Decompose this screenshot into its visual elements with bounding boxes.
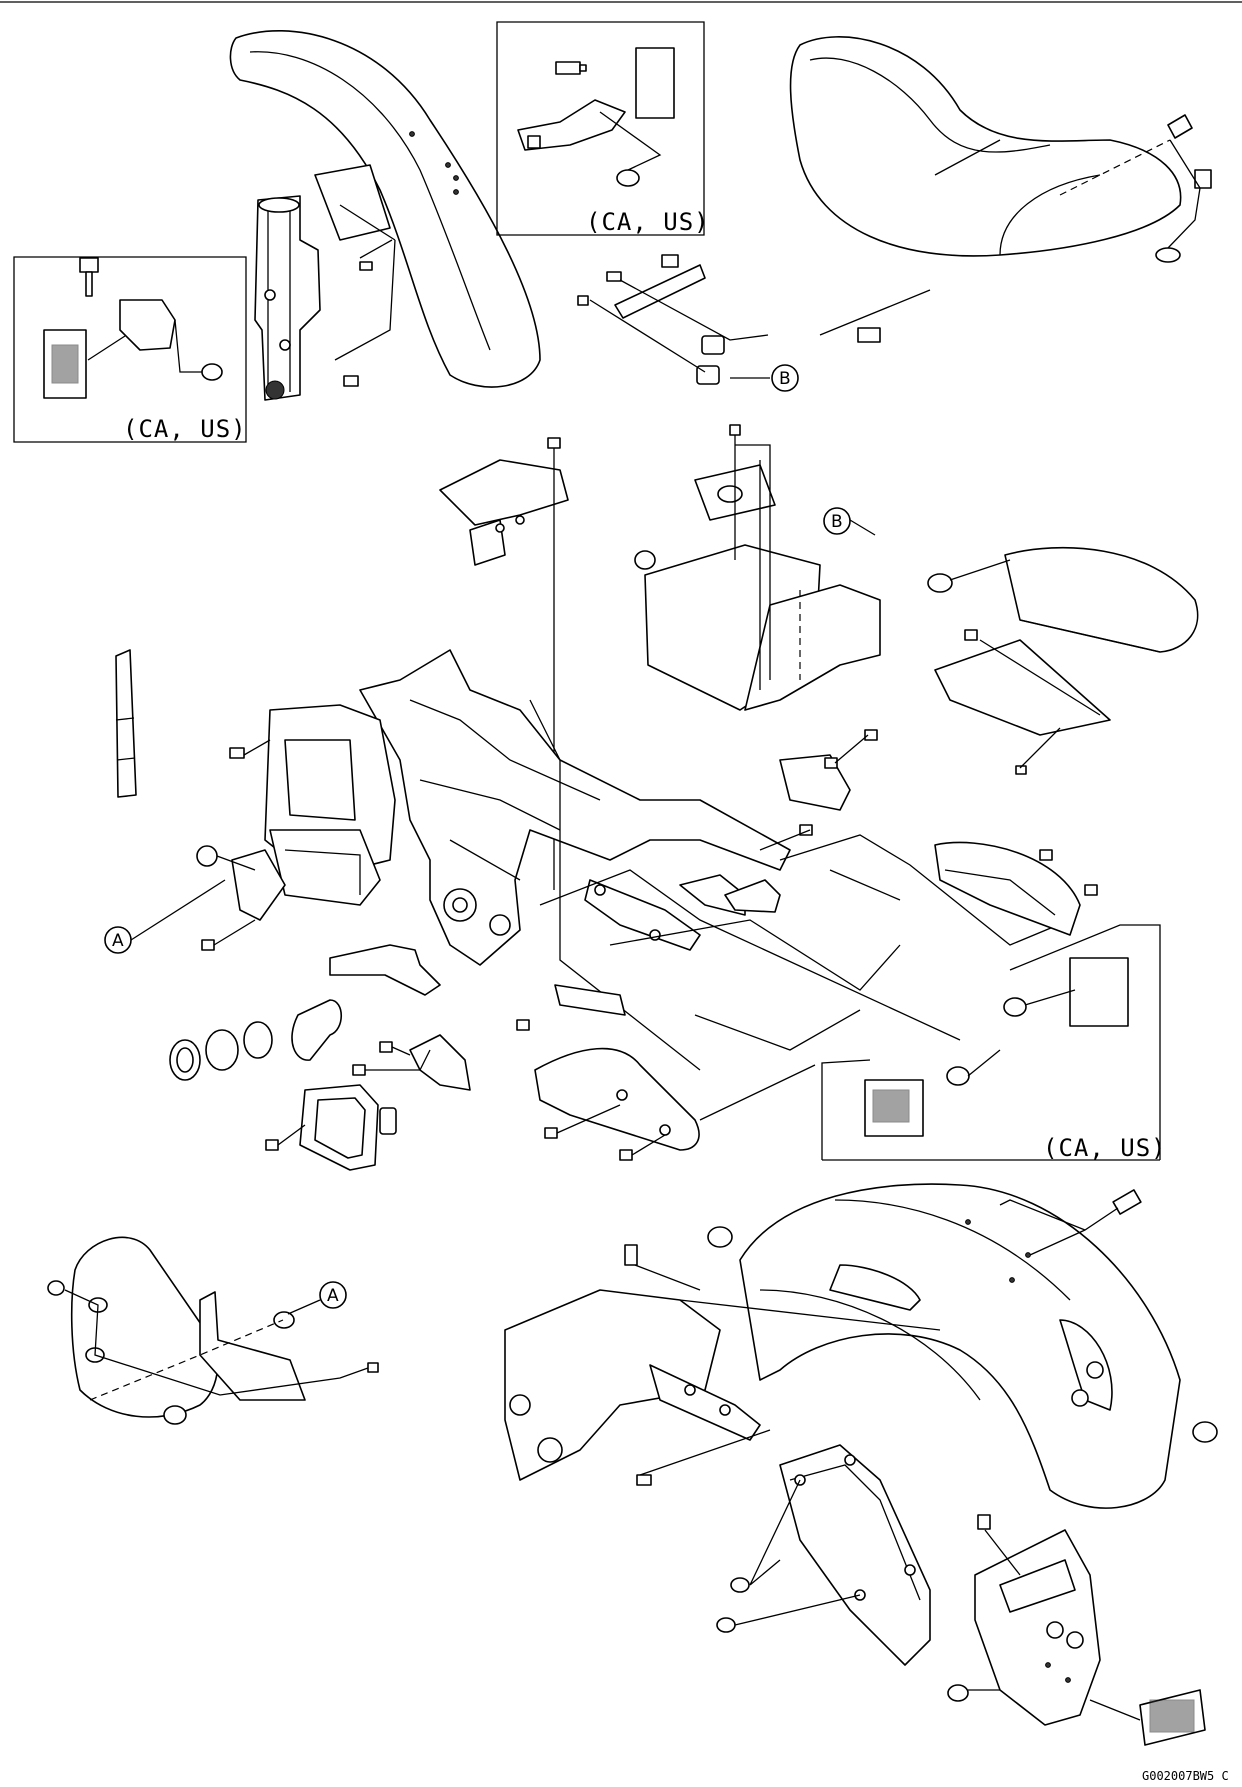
license-bracket-group (948, 1515, 1205, 1745)
left-lower-cover-group (48, 1237, 378, 1424)
inset-box-ca-us-right: (CA, US) (822, 925, 1167, 1162)
right-side-cover-group (928, 548, 1198, 774)
callout-b-label-lower: B (831, 512, 843, 532)
front-fender-group (230, 31, 540, 400)
pivot-parts-group (170, 945, 625, 1080)
inset-box-ca-us-top: (CA, US) (497, 22, 710, 236)
rear-flap-group (717, 1445, 930, 1665)
callout-a-label: A (112, 931, 124, 951)
main-frame-group (360, 650, 790, 1070)
inset-box-ca-us-front: (CA, US) (14, 257, 247, 443)
callout-b-lower: B (824, 508, 875, 535)
callout-a-lower: A (288, 1282, 346, 1314)
callout-a-left: A (105, 880, 225, 953)
air-box-group (197, 705, 395, 950)
callout-b-label-upper: B (779, 369, 791, 389)
region-label-top: (CA, US) (586, 208, 710, 236)
region-label-front: (CA, US) (123, 415, 247, 443)
left-bracket-group (266, 1035, 470, 1170)
callout-b-upper: B (730, 365, 798, 391)
tool-bracket-group (440, 438, 568, 890)
seat-bracket-group (578, 255, 768, 384)
battery-case-group (635, 425, 880, 710)
drawing-code: G002007BW5 C (1142, 1769, 1229, 1783)
rear-fender-group (708, 1184, 1217, 1508)
leader-lines-right (540, 835, 1070, 1120)
right-bracket-group (680, 730, 1097, 935)
rear-frame-group (505, 1245, 940, 1485)
cable-cover (116, 650, 136, 797)
center-cover-group (535, 1049, 699, 1160)
region-label-right: (CA, US) (1043, 1134, 1167, 1162)
callout-a-label-lower: A (327, 1286, 339, 1306)
seat-group (791, 37, 1211, 342)
